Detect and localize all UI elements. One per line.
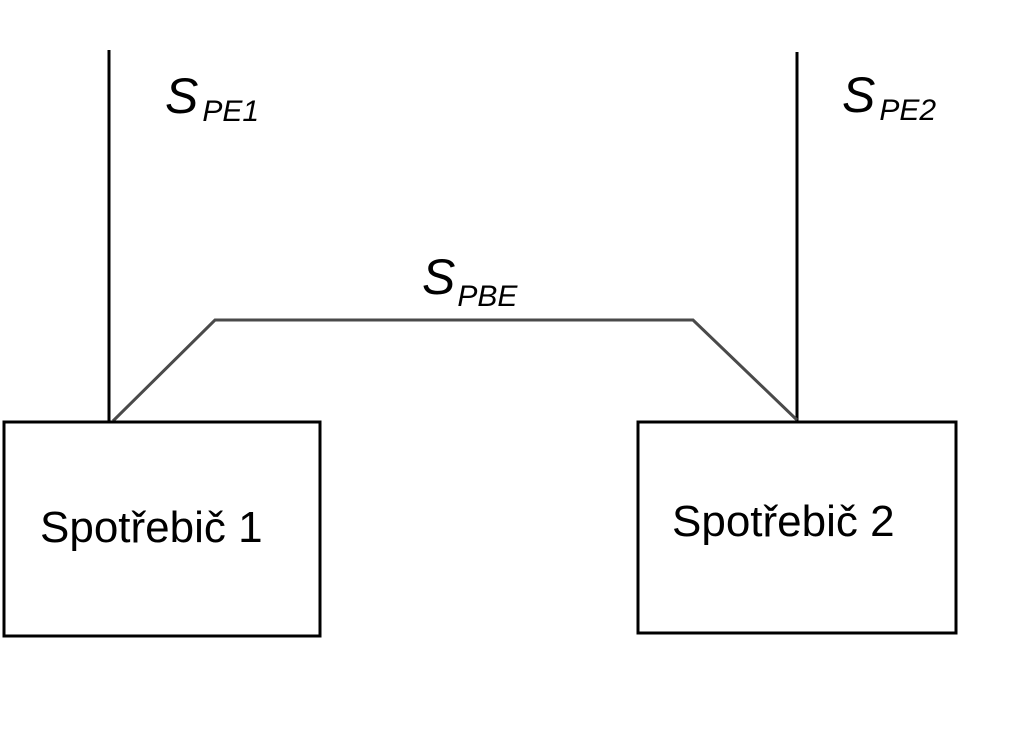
pe2-label-main: S xyxy=(842,67,875,123)
device-2-box xyxy=(636,420,958,635)
pbe-label: SPBE xyxy=(422,249,518,313)
pe1-label-main: S xyxy=(165,68,198,124)
device-1-box xyxy=(2,420,322,638)
pbe-label-main: S xyxy=(422,249,455,305)
device-1-label: Spotřebič 1 xyxy=(40,503,263,552)
pe2-label-sub: PE2 xyxy=(879,94,936,127)
device-2-label: Spotřebič 2 xyxy=(672,497,895,546)
pbe-conductor xyxy=(111,318,799,423)
pbe-label-sub: PBE xyxy=(457,280,518,313)
pe1-label-sub: PE1 xyxy=(202,95,259,128)
